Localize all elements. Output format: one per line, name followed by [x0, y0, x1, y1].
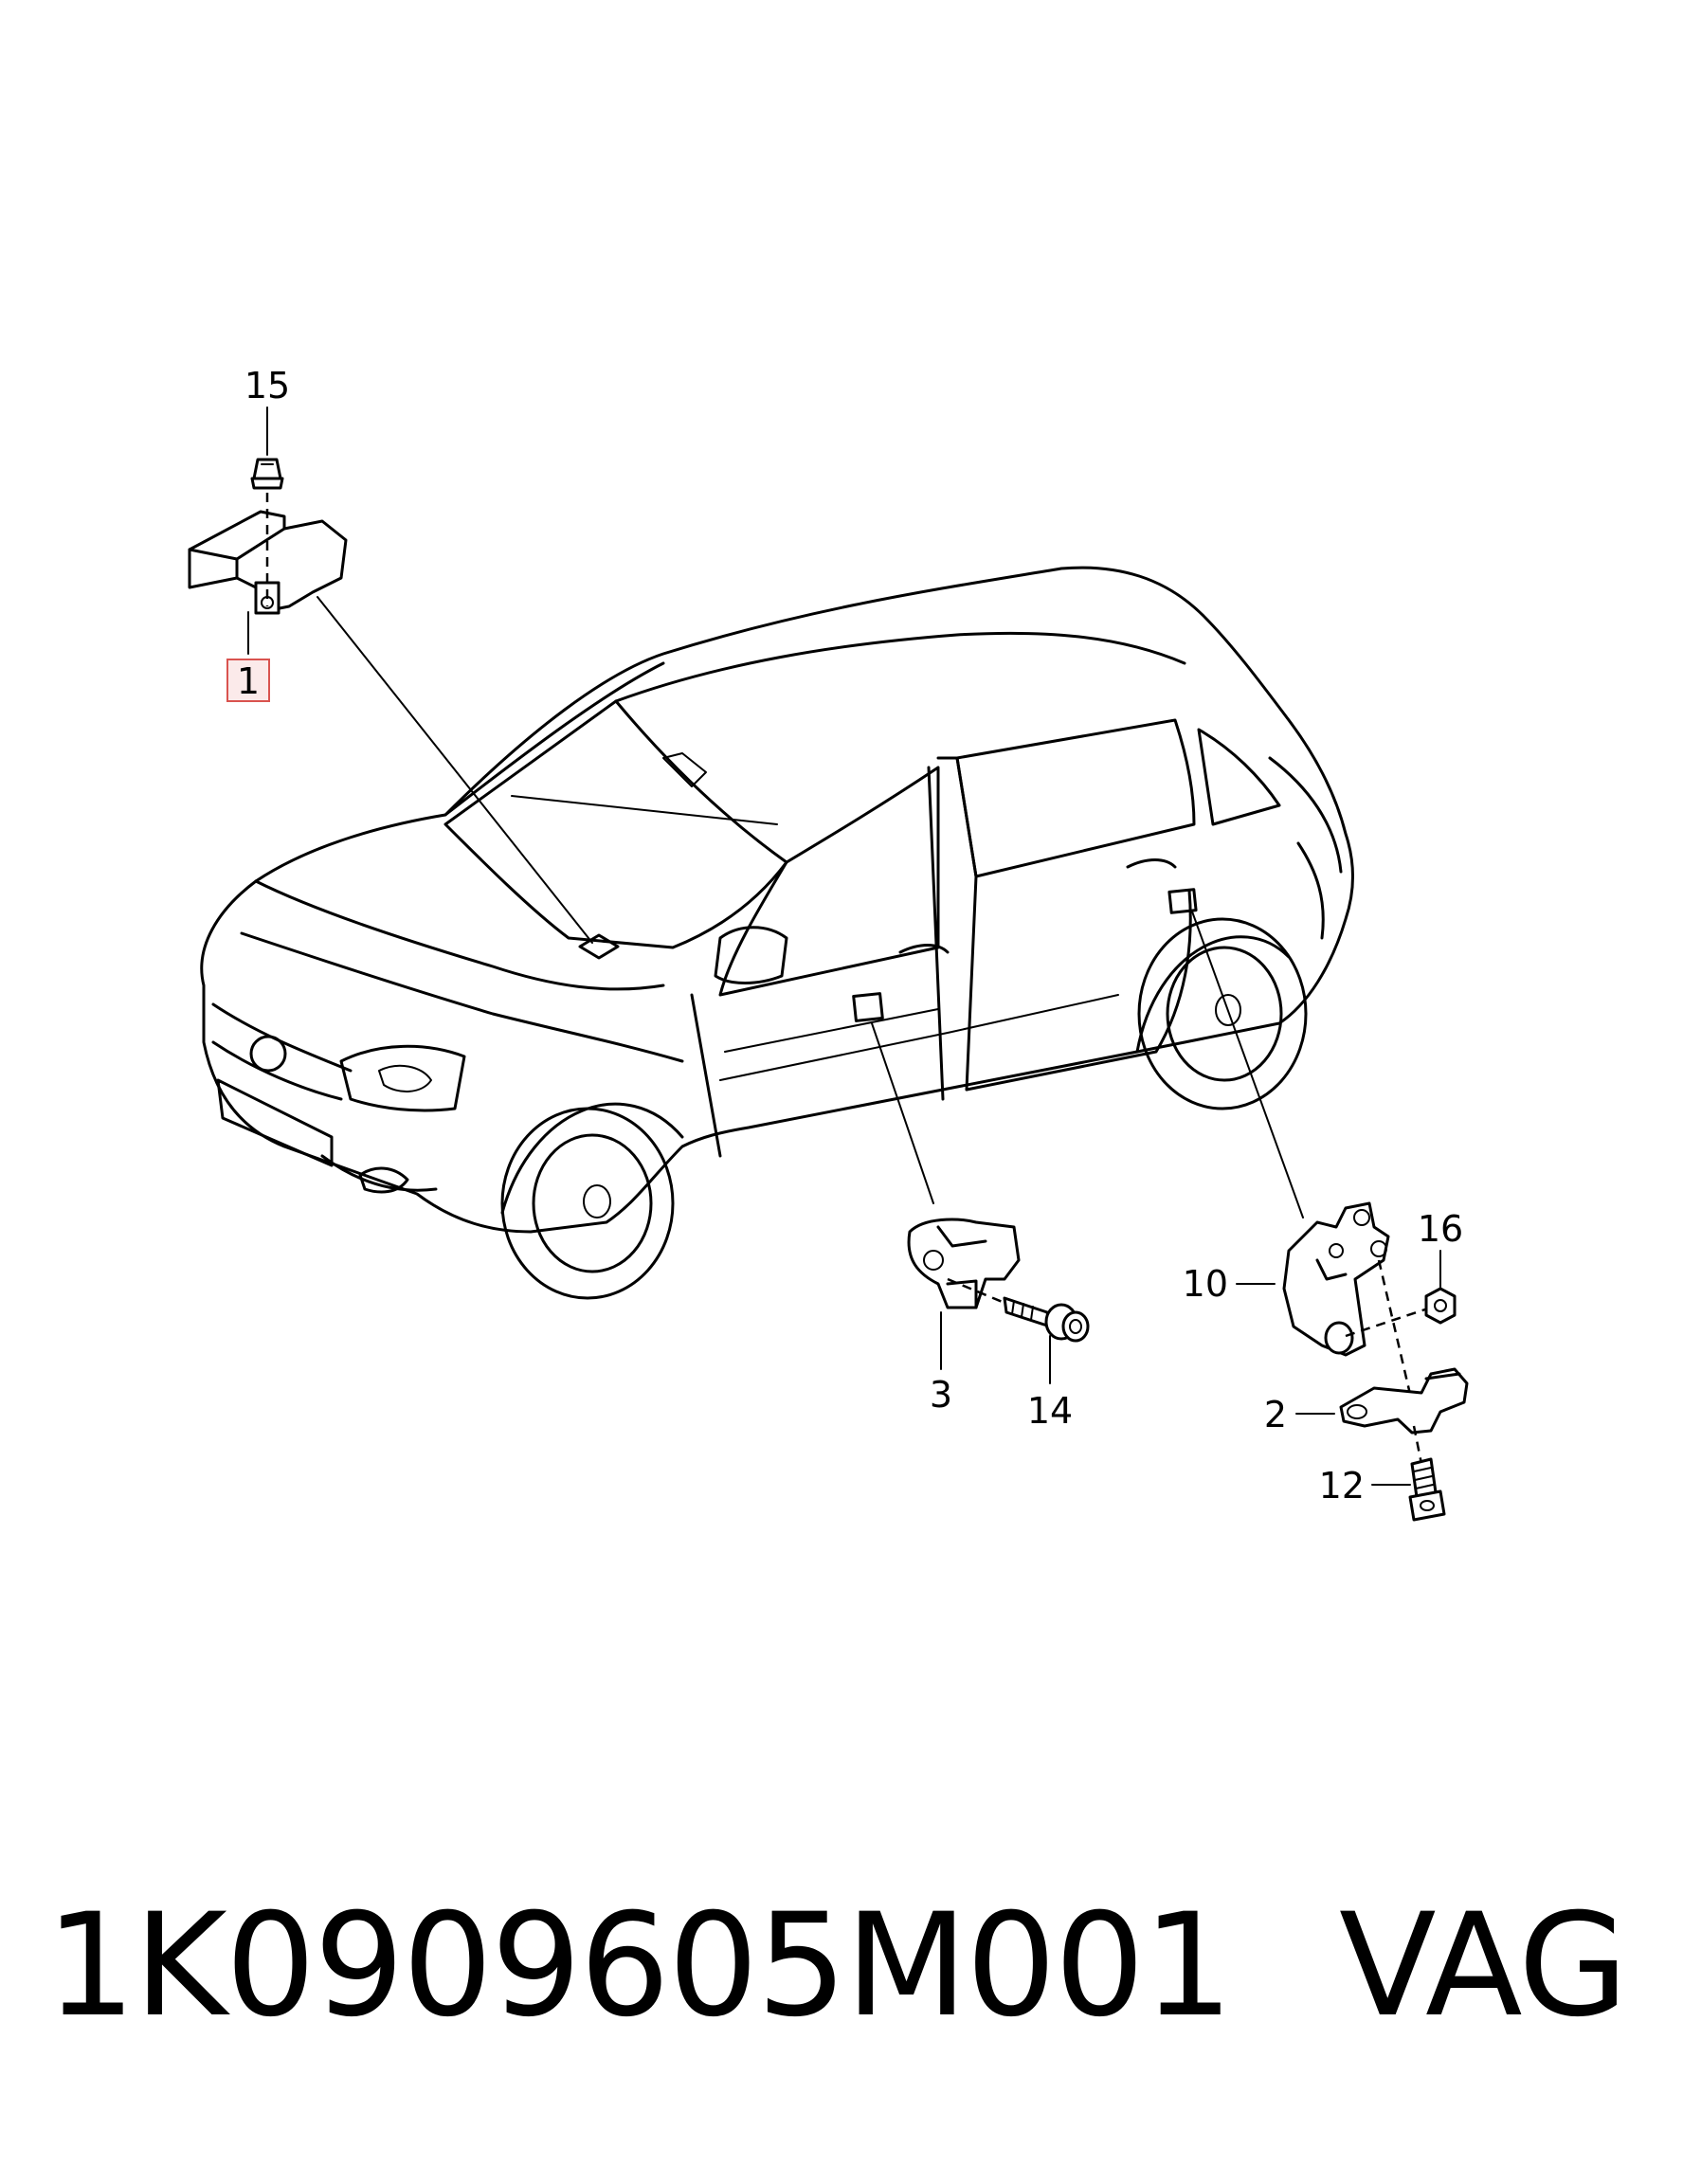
callout-2[interactable]: 2 — [1264, 1394, 1287, 1435]
part-14-bolt[interactable] — [947, 1277, 1090, 1343]
leader-lines — [247, 406, 1441, 1486]
callout-1-highlight — [226, 659, 270, 702]
callout-16[interactable]: 16 — [1418, 1208, 1463, 1250]
callout-labels: 1 15 3 14 10 16 2 12 — [226, 365, 1463, 1507]
callout-12[interactable]: 12 — [1319, 1465, 1365, 1507]
callout-14[interactable]: 14 — [1027, 1390, 1073, 1432]
footer: 1K0909605M001 VAG — [45, 1881, 1656, 2051]
part-2-rear-sensor[interactable] — [1339, 1367, 1469, 1465]
part-10-bracket[interactable] — [1282, 1201, 1432, 1403]
callout-15[interactable]: 15 — [244, 365, 290, 406]
part-3-door-sensor[interactable] — [907, 1218, 1021, 1309]
callout-1[interactable]: 1 — [237, 660, 260, 702]
part-12-screw[interactable] — [1408, 1457, 1446, 1522]
part-1-sensor-module[interactable] — [188, 493, 348, 615]
parts-diagram: 1 15 3 14 10 16 2 12 — [188, 365, 1469, 1522]
part-number: 1K0909605M001 — [45, 1884, 1234, 2049]
part-16-nut[interactable] — [1424, 1287, 1457, 1325]
callout-10[interactable]: 10 — [1183, 1263, 1228, 1305]
callout-3[interactable]: 3 — [930, 1374, 952, 1416]
part-15-clip-nut[interactable] — [250, 458, 284, 490]
car-illustration — [200, 566, 1354, 1300]
brand-name: VAG — [1339, 1884, 1628, 2049]
